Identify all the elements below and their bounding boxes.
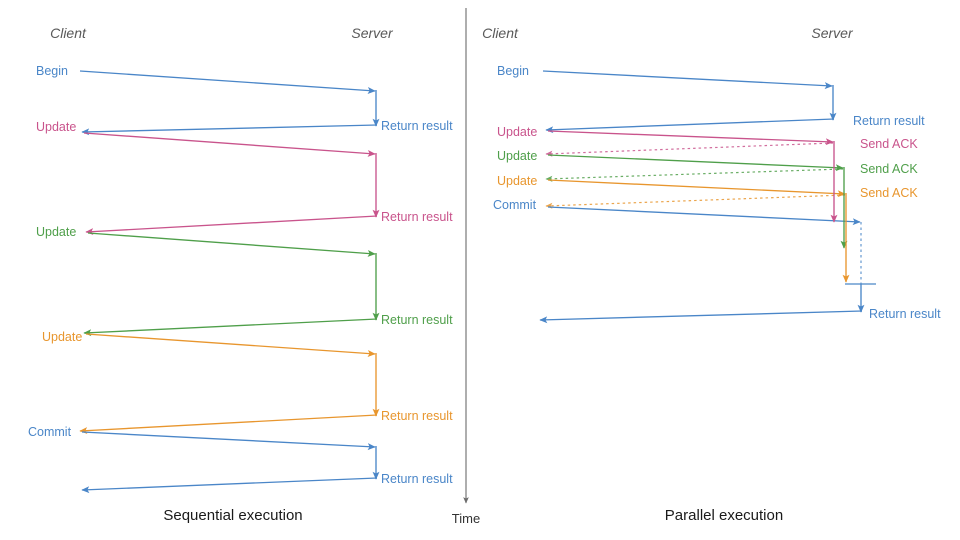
message-label-update-3: Update <box>42 330 82 344</box>
flow-update-2-req <box>547 154 844 172</box>
flow-return-3-reply <box>83 318 378 337</box>
flow-return-5-reply <box>81 477 378 494</box>
message-label-return-2: Return result <box>869 307 941 321</box>
flow-update-1-req <box>83 132 376 157</box>
time-axis: Time <box>452 8 480 526</box>
flow-update-3-req <box>547 179 846 198</box>
message-label-update-2: Update <box>497 149 537 163</box>
flow-commit-req <box>547 206 861 226</box>
message-label-return-2: Return result <box>381 210 453 224</box>
message-label-ack-2: Send ACK <box>860 162 918 176</box>
message-label-update-2: Update <box>36 225 76 239</box>
message-label-begin: Begin <box>36 64 68 78</box>
flow-return-1-reply <box>545 118 835 134</box>
message-label-ack-3: Send ACK <box>860 186 918 200</box>
message-label-return-3: Return result <box>381 313 453 327</box>
message-label-return-5: Return result <box>381 472 453 486</box>
message-label-commit: Commit <box>493 198 537 212</box>
flow-update-3-req <box>85 333 376 357</box>
flow-return-2-reply <box>539 310 863 324</box>
message-label-update-1: Update <box>497 125 537 139</box>
lane-title-client: Client <box>50 25 87 41</box>
message-label-ack-1: Send ACK <box>860 137 918 151</box>
message-label-begin: Begin <box>497 64 529 78</box>
flow-return-1-reply <box>81 124 378 136</box>
lane-title-client: Client <box>482 25 519 41</box>
flow-begin-request <box>79 70 376 94</box>
message-label-update-3: Update <box>497 174 537 188</box>
lane-title-server: Server <box>811 25 854 41</box>
panel-caption-parallel: Parallel execution <box>665 507 783 524</box>
lane-title-server: Server <box>351 25 394 41</box>
message-label-return-4: Return result <box>381 409 453 423</box>
flow-update-2-req <box>87 232 376 257</box>
message-label-commit: Commit <box>28 425 72 439</box>
flow-ack-3-reply <box>545 194 846 209</box>
flow-return-2-reply <box>85 215 378 236</box>
flow-commit-req <box>81 431 376 451</box>
flow-ack-1-reply <box>545 142 834 157</box>
flow-begin-request <box>542 70 833 90</box>
panel-caption-sequential: Sequential execution <box>163 507 302 524</box>
flow-ack-2-reply <box>545 168 844 182</box>
flow-update-1-req <box>547 130 834 146</box>
flow-return-4-reply <box>79 414 378 435</box>
message-label-return-1: Return result <box>853 114 925 128</box>
time-axis-label: Time <box>452 511 480 526</box>
message-label-update-1: Update <box>36 120 76 134</box>
message-label-return-1: Return result <box>381 119 453 133</box>
